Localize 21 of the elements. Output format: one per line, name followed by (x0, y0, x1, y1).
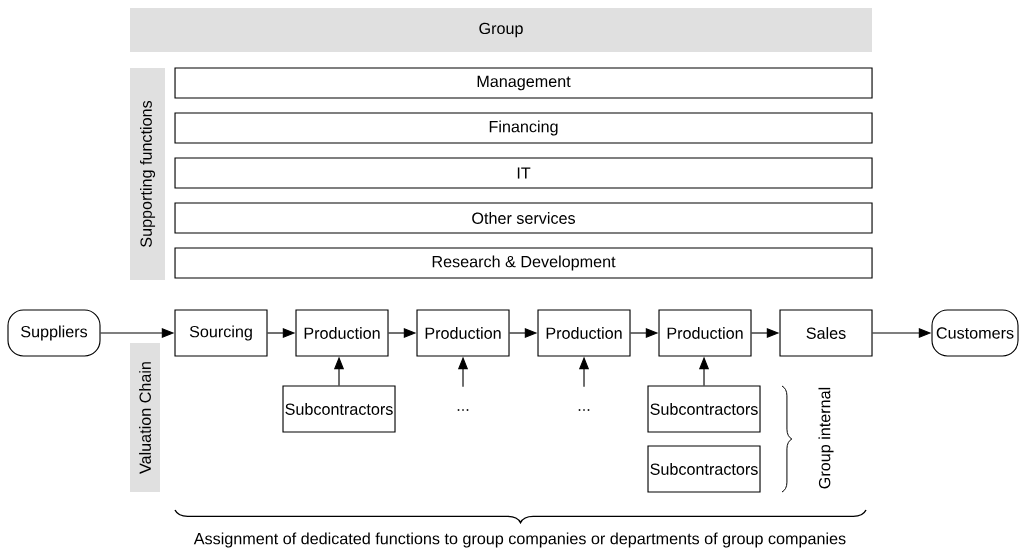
process-box: Production (295, 309, 389, 357)
process-box: Subcontractors (282, 385, 396, 433)
ellipsis-text: ... (457, 409, 469, 411)
brace-label: Group internal (818, 387, 834, 489)
vertical-band: Supporting functions (130, 68, 166, 280)
process-box: Production (416, 309, 510, 357)
process-box: Production (537, 309, 631, 357)
function-box: Management (174, 67, 873, 99)
ellipsis-text: ... (578, 409, 590, 411)
process-box: Production (658, 309, 752, 357)
process-box: Sales (779, 309, 873, 357)
function-box: Research & Development (174, 247, 873, 279)
function-box: IT (174, 157, 873, 189)
caption-text: Assignment of dedicated functions to group companies or departments of group companies (193, 532, 846, 548)
function-box: Financing (174, 112, 873, 144)
group-band: Group (130, 8, 872, 52)
vertical-band: Valuation Chain (130, 343, 160, 493)
function-box: Other services (174, 202, 873, 234)
process-box: Subcontractors (647, 445, 761, 493)
process-box: Subcontractors (647, 385, 761, 433)
process-box: Sourcing (174, 309, 268, 357)
